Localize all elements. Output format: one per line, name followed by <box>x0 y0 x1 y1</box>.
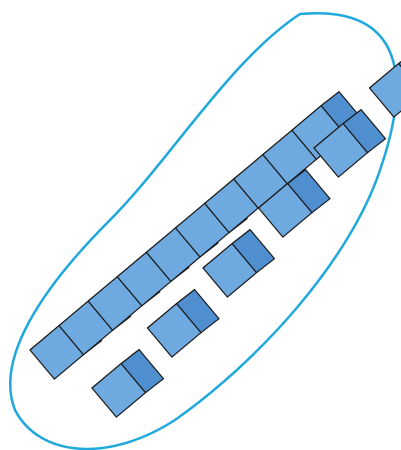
enclosure-loop <box>9 11 398 450</box>
cube-front-face <box>313 122 369 178</box>
unit-cubes-group <box>91 60 401 418</box>
cube-front-face <box>146 303 202 358</box>
cube-front-face <box>202 243 258 298</box>
unit-cube <box>257 169 331 238</box>
cube-front-face <box>257 183 313 238</box>
unit-cube <box>91 349 165 418</box>
cube-front-face <box>368 62 401 118</box>
unit-cube <box>313 108 387 178</box>
cube-front-face <box>91 363 147 418</box>
ten-rod <box>29 91 365 380</box>
unit-cube <box>202 229 276 298</box>
unit-cube <box>146 289 220 358</box>
unit-cube <box>368 60 401 118</box>
